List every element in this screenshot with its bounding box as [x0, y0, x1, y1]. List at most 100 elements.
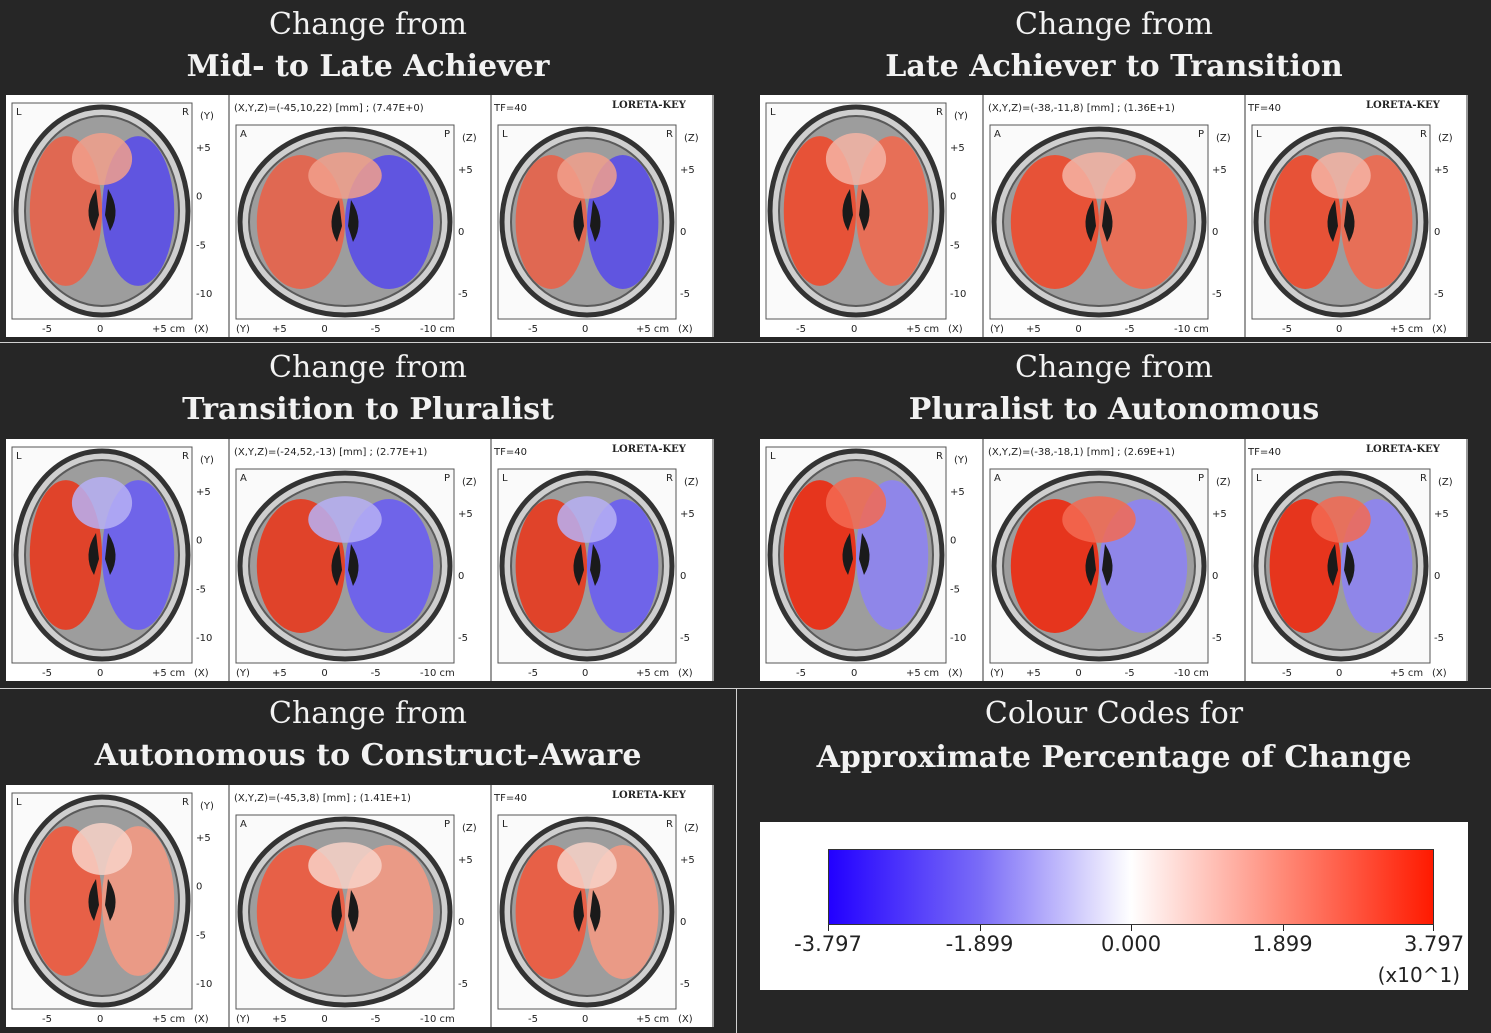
- horizontal-axis-label: (Y): [990, 324, 1004, 335]
- ventricle: [590, 200, 601, 242]
- horizontal-tick-label: +5: [272, 324, 287, 335]
- vertical-tick-label: -5: [680, 633, 690, 644]
- vertical-axis-label: (Y): [200, 455, 214, 466]
- ventricle: [348, 200, 359, 242]
- ventricle: [1327, 200, 1338, 242]
- panel-heading: Change from: [269, 696, 467, 731]
- vertical-tick-label: -5: [680, 289, 690, 300]
- vertical-tick-label: +5: [196, 487, 211, 498]
- horizontal-tick-label: 0: [97, 324, 103, 335]
- horizontal-tick-label: -10 cm: [420, 324, 455, 335]
- vertical-tick-label: -10: [950, 289, 966, 300]
- colour-bar-tick-label: -1.899: [945, 932, 1014, 956]
- vertical-tick-label: -5: [458, 633, 468, 644]
- horizontal-axis-label: (X): [1432, 668, 1447, 679]
- frontal-activation-region: [825, 133, 887, 185]
- vertical-tick-label: -10: [950, 633, 966, 644]
- horizontal-tick-label: +5: [272, 668, 287, 679]
- ventricle: [573, 544, 584, 586]
- horizontal-axis-label: (Y): [236, 1014, 250, 1025]
- panel-heading: Change from: [269, 7, 467, 42]
- vertical-tick-label: -5: [1434, 633, 1444, 644]
- vertical-tick-label: 0: [950, 536, 956, 547]
- horizontal-axis-label: (X): [194, 324, 209, 335]
- orientation-label-right: R: [1420, 129, 1427, 140]
- orientation-label-right: R: [936, 107, 943, 118]
- horizontal-tick-label: -5: [1282, 324, 1292, 335]
- vertical-axis-label: (Z): [684, 823, 699, 834]
- frontal-activation-region: [557, 152, 617, 199]
- coordinate-readout: (X,Y,Z)=(-45,10,22) [mm] ; (7.47E+0): [234, 103, 424, 114]
- vertical-tick-label: +5: [1434, 165, 1449, 176]
- vertical-tick-label: 0: [680, 571, 686, 582]
- horizontal-tick-label: -10 cm: [420, 1014, 455, 1025]
- orientation-label-right: R: [182, 797, 189, 808]
- vertical-tick-label: -5: [1212, 633, 1222, 644]
- orientation-label-left: A: [240, 129, 247, 140]
- horizontal-tick-label: -5: [528, 1014, 538, 1025]
- vertical-axis-label: (Z): [1438, 477, 1453, 488]
- ventricle: [842, 189, 853, 231]
- horizontal-tick-label: +5 cm: [906, 324, 939, 335]
- vertical-axis-label: (Z): [462, 133, 477, 144]
- horizontal-tick-label: -10 cm: [1174, 668, 1209, 679]
- ventricle: [859, 533, 870, 575]
- vertical-tick-label: 0: [1434, 571, 1440, 582]
- vertical-tick-label: +5: [680, 165, 695, 176]
- vertical-axis-label: (Z): [1216, 133, 1231, 144]
- orientation-label-left: L: [502, 819, 508, 830]
- horizontal-tick-label: +5 cm: [152, 668, 185, 679]
- horizontal-tick-label: -5: [796, 668, 806, 679]
- colour-bar-tick: [1131, 925, 1132, 931]
- vertical-tick-label: 0: [458, 917, 464, 928]
- ventricle: [1102, 544, 1113, 586]
- vertical-tick-label: 0: [458, 571, 464, 582]
- software-label: LORETA-KEY: [612, 100, 686, 111]
- orientation-label-left: L: [1256, 129, 1262, 140]
- frontal-activation-region: [1062, 152, 1136, 199]
- orientation-label-right: R: [666, 473, 673, 484]
- horizontal-axis-label: (X): [678, 668, 693, 679]
- horizontal-axis-label: (Y): [990, 668, 1004, 679]
- horizontal-axis-label: (X): [1432, 324, 1447, 335]
- panel-subheading: Late Achiever to Transition: [885, 49, 1343, 84]
- orientation-label-left: L: [502, 129, 508, 140]
- horizontal-tick-label: -5: [1282, 668, 1292, 679]
- vertical-axis-label: (Y): [200, 111, 214, 122]
- coordinate-readout: (X,Y,Z)=(-38,-11,8) [mm] ; (1.36E+1): [988, 103, 1175, 114]
- vertical-tick-label: 0: [950, 192, 956, 203]
- horizontal-tick-label: 0: [582, 1014, 588, 1025]
- vertical-axis-label: (Y): [954, 455, 968, 466]
- ventricle: [590, 544, 601, 586]
- vertical-tick-label: +5: [196, 833, 211, 844]
- vertical-tick-label: -5: [1212, 289, 1222, 300]
- vertical-tick-label: -5: [458, 289, 468, 300]
- time-frame-label: TF=40: [494, 103, 527, 114]
- frontal-activation-region: [825, 477, 887, 529]
- horizontal-tick-label: +5: [272, 1014, 287, 1025]
- vertical-tick-label: -5: [458, 979, 468, 990]
- orientation-label-left: L: [16, 451, 22, 462]
- panel-heading: Change from: [269, 350, 467, 385]
- vertical-tick-label: -10: [196, 289, 212, 300]
- orientation-label-left: A: [240, 819, 247, 830]
- vertical-tick-label: 0: [680, 227, 686, 238]
- colour-bar-tick: [1282, 925, 1284, 931]
- colour-bar-tick: [979, 925, 981, 931]
- panel-subheading: Mid- to Late Achiever: [186, 49, 550, 84]
- frontal-activation-region: [1311, 152, 1371, 199]
- orientation-label-left: L: [770, 107, 776, 118]
